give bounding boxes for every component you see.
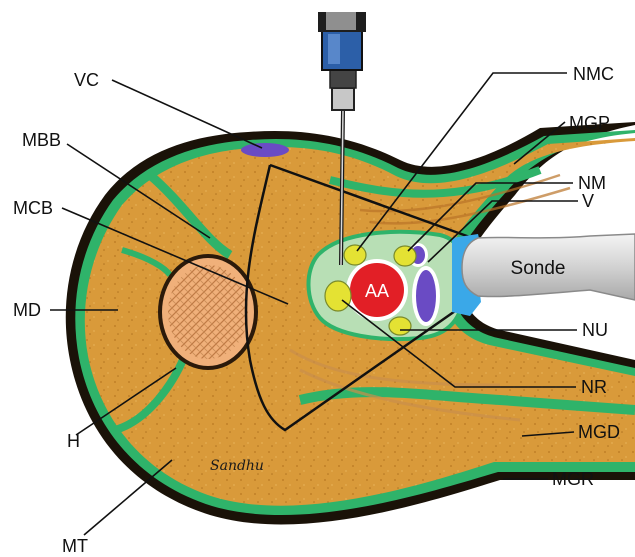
label-mgd: MGD <box>578 422 620 442</box>
nerve-ulnar <box>389 317 411 335</box>
label-h: H <box>67 431 80 451</box>
cephalic-vein <box>241 143 289 157</box>
probe-label: Sonde <box>511 258 566 279</box>
label-nm: NM <box>578 173 606 193</box>
label-mt: MT <box>62 536 88 556</box>
label-vc: VC <box>74 70 99 90</box>
label-v: V <box>582 191 594 211</box>
label-mgr: MGR <box>552 469 594 489</box>
ultrasound-probe: Sonde <box>452 234 635 316</box>
label-mbb: MBB <box>22 130 61 150</box>
label-mgp: MGP <box>569 113 610 133</box>
artist-signature: Sandhu <box>210 458 264 474</box>
needle-connector <box>332 88 354 110</box>
nerve-median <box>394 246 416 266</box>
artery-label: AA <box>365 281 389 301</box>
label-md: MD <box>13 300 41 320</box>
label-nmc: NMC <box>573 64 614 84</box>
label-nu: NU <box>582 320 608 340</box>
nerve-radial <box>325 281 351 311</box>
nerve-musculocutaneous <box>344 245 366 265</box>
label-nr: NR <box>581 377 607 397</box>
label-mcb: MCB <box>13 198 53 218</box>
